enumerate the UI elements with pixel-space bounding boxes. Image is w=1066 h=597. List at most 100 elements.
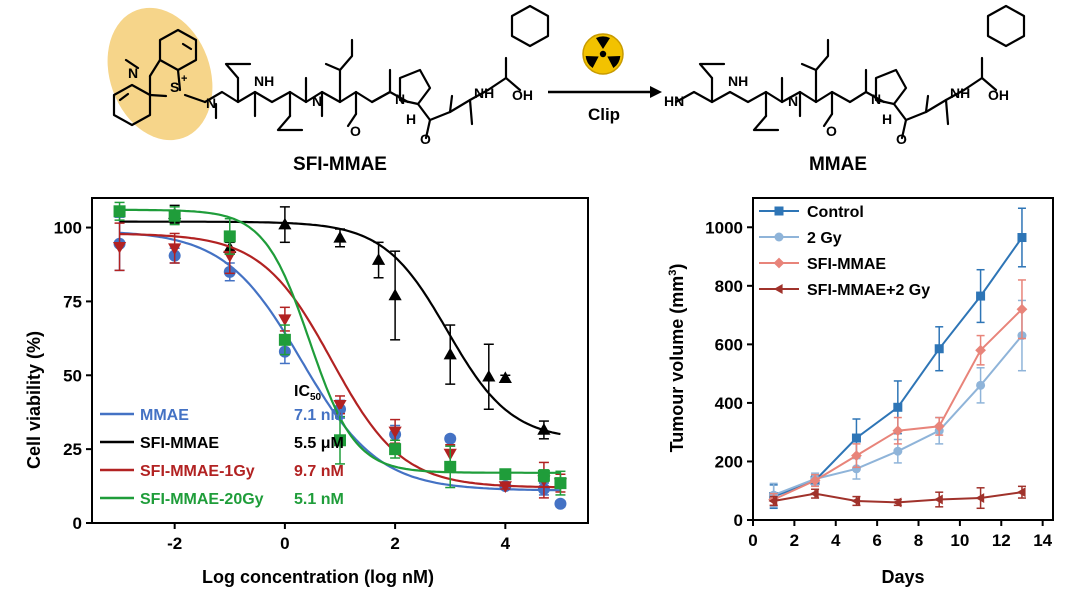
atom-oh-2: OH <box>988 87 1009 103</box>
tumour-y-axis-label: Tumour volume (mm3) <box>667 264 687 453</box>
atom-hn: HN <box>664 93 684 109</box>
data-point <box>851 433 861 443</box>
legend-item-mmae: MMAE 7.1 nM <box>100 407 344 424</box>
atom-nh-1: NH <box>254 73 274 89</box>
legend-label: SFI-MMAE+2 Gy <box>807 282 930 299</box>
data-point <box>851 450 862 461</box>
legend-label: MMAE <box>140 407 189 424</box>
atom-charge-plus: + <box>181 73 187 85</box>
atom-o-methoxy: O <box>350 123 361 139</box>
atom-o-3: O <box>826 123 837 139</box>
ic50-title-main: IC <box>294 383 310 400</box>
dose-y-tick-label: 50 <box>63 366 82 385</box>
phenothiazinium-highlight <box>107 7 213 141</box>
dose-plot-frame <box>91 197 589 524</box>
tumour-y-label-sup: 3 <box>667 270 679 276</box>
atom-o-4: O <box>896 131 907 147</box>
data-point <box>934 494 943 505</box>
tumour-x-axis-label: Days <box>881 567 924 587</box>
sfi-mmae-backbone <box>203 4 550 140</box>
data-point <box>223 230 236 243</box>
dose-series-sfi-mmae <box>119 204 561 440</box>
dose-x-tick-label: 0 <box>280 534 289 553</box>
atom-nh-3: NH <box>728 73 748 89</box>
tumour-y-label-close: ) <box>667 264 687 270</box>
dose-x-tick-label: -2 <box>167 534 182 553</box>
data-point <box>851 496 861 506</box>
reaction-arrow <box>548 86 662 98</box>
data-point <box>371 253 386 265</box>
data-point <box>498 371 512 384</box>
tumour-x-tick-label: 8 <box>914 531 923 550</box>
data-point <box>768 496 778 506</box>
data-point <box>333 400 347 412</box>
ic50-legend-title: IC50 <box>294 383 322 403</box>
data-point <box>892 497 902 508</box>
data-point <box>893 446 903 456</box>
dose-y-tick-label: 25 <box>63 440 82 459</box>
atom-nh-4: NH <box>950 85 970 101</box>
legend-item-sfi-mmae: SFI-MMAE <box>759 256 886 273</box>
tumour-x-tick-label: 12 <box>992 531 1011 550</box>
legend-ic50-value: 7.1 nM <box>294 407 344 424</box>
data-point <box>1017 233 1027 243</box>
data-point <box>537 469 550 482</box>
phenothiazinium-structure <box>112 28 207 127</box>
data-point <box>1016 487 1026 498</box>
legend-item-control: Control <box>759 204 864 221</box>
legend-label: 2 Gy <box>807 230 842 247</box>
atom-n-3: N <box>788 93 798 109</box>
fit-curve-sfi-mmae-1gy <box>119 233 561 489</box>
atom-h-2: H <box>882 111 892 127</box>
tumour-x-tick-label: 6 <box>872 531 881 550</box>
data-point <box>537 423 551 435</box>
legend-ic50-value: 5.1 nM <box>294 491 344 508</box>
data-point <box>498 481 512 493</box>
tumour-y-label-main: Tumour volume (mm <box>667 276 687 453</box>
atom-n-2: N <box>312 93 322 109</box>
tumour-plot-frame <box>752 197 1054 521</box>
atom-n-methyl: N <box>128 65 138 81</box>
data-point <box>809 475 821 486</box>
data-point <box>851 464 861 474</box>
legend-swatch-marker <box>774 232 784 242</box>
tumour-y-tick-label: 0 <box>734 511 743 530</box>
legend-label: SFI-MMAE <box>140 435 219 452</box>
legend-swatch-marker <box>773 284 783 294</box>
data-point <box>892 425 904 437</box>
reaction-scheme: N S + N NH N O N H O NH OH HN NH N O N H… <box>107 4 1026 175</box>
data-point <box>934 344 944 354</box>
tumour-x-tick-label: 2 <box>790 531 799 550</box>
data-point <box>975 344 986 356</box>
data-point <box>112 241 127 254</box>
legend-ic50-value: 9.7 nM <box>294 463 344 480</box>
data-point <box>554 497 567 510</box>
tumour-x-tick-label: 4 <box>831 531 841 550</box>
radiation-icon <box>582 33 624 75</box>
data-point <box>893 402 903 412</box>
data-point <box>443 347 457 360</box>
dose-y-tick-label: 0 <box>73 514 82 533</box>
data-point <box>168 209 181 222</box>
data-point <box>113 205 126 218</box>
dose-x-axis-label: Log concentration (log nM) <box>202 567 434 587</box>
dose-series-sfi-mmae-20gy <box>113 201 567 496</box>
data-point <box>278 333 291 346</box>
legend-label: Control <box>807 204 864 221</box>
tumour-y-tick-label: 200 <box>715 452 743 471</box>
atom-n-1: N <box>206 95 216 111</box>
data-point <box>388 426 402 439</box>
data-point <box>976 380 986 390</box>
tumour-y-tick-label: 1000 <box>705 218 743 237</box>
arrow-label: Clip <box>588 105 620 124</box>
data-point <box>444 432 457 445</box>
dose-x-tick-label: 4 <box>501 534 511 553</box>
data-point <box>389 443 402 456</box>
right-compound-label: MMAE <box>809 154 867 175</box>
left-compound-label: SFI-MMAE <box>293 154 387 175</box>
legend-label: SFI-MMAE-20Gy <box>140 491 264 508</box>
